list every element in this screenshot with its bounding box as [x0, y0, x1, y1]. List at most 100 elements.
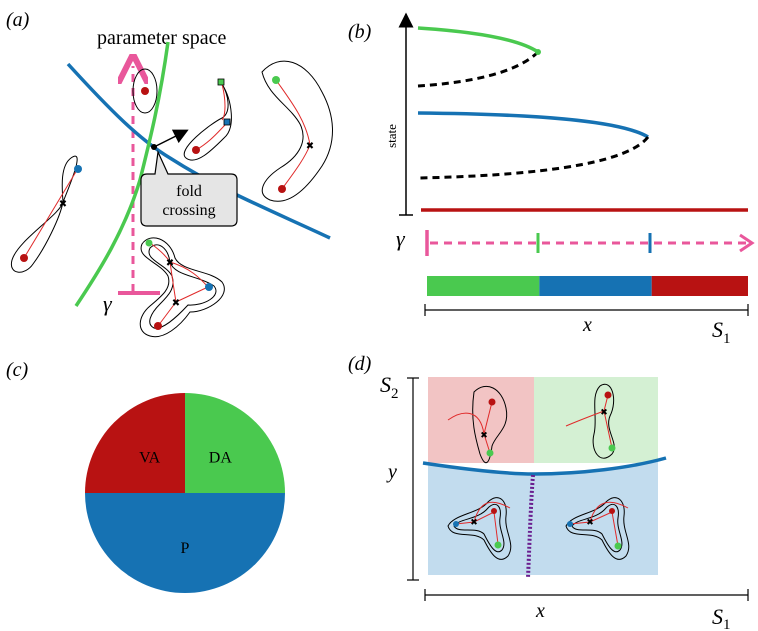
- region-color-bar: [427, 276, 748, 296]
- blue-branch-unstable: [417, 136, 650, 180]
- d-fig-ll-green-dot: [494, 541, 502, 549]
- crossing-point: [151, 144, 157, 150]
- panel-b-s1-main: S: [712, 317, 723, 342]
- state-axis-label: state: [384, 124, 399, 148]
- panel-c-label: (c): [6, 359, 29, 381]
- fold-crossing-callout: [140, 149, 238, 227]
- right-boomerang-green-dot: [272, 76, 280, 84]
- bottom-triple-saddle-1: ✖: [166, 258, 174, 269]
- left-figure8: [10, 155, 78, 273]
- d-fig-ul-red-dot: [488, 398, 496, 406]
- green-branch-unstable: [417, 50, 540, 88]
- d-fig-ll-inner: [453, 503, 505, 553]
- color-bar-segment-1: [539, 276, 652, 296]
- region-va: [428, 377, 534, 463]
- d-fig-ur-red-dot: [604, 391, 612, 399]
- single-state-dot: [141, 87, 149, 95]
- d-fig-ll-red-dot: [491, 508, 497, 514]
- d-fig-lr-links: [569, 501, 629, 547]
- callout-line-2: crossing: [162, 202, 215, 219]
- left-figure8-link: [23, 169, 78, 259]
- pie-slice-p: [85, 493, 285, 593]
- mid-loop-blue-square: [223, 118, 231, 126]
- gamma-tip-arrow: [120, 55, 146, 77]
- d-fig-ur-saddle: ✖: [600, 407, 608, 417]
- d-fig-ur-green-dot: [608, 444, 616, 452]
- d-fig-ul-green-dot: [486, 449, 494, 457]
- panel-d-s2-label: S2: [380, 372, 399, 402]
- left-figure8-saddle: ✖: [59, 199, 67, 210]
- left-figure8-blue-dot: [74, 165, 82, 173]
- panel-d-s1-main: S: [712, 604, 723, 629]
- d-fig-ul-links: [447, 401, 493, 454]
- d-fig-ll-blue-dot: [453, 521, 459, 527]
- bottom-triple-blue-dot: [205, 283, 213, 291]
- right-boomerang-saddle: ✖: [306, 141, 314, 152]
- bottom-triple-red-dot: [154, 322, 162, 330]
- panel-a-title: parameter space: [97, 27, 226, 49]
- color-bar-segment-2: [651, 276, 748, 296]
- panel-d-y-label: y: [386, 461, 397, 483]
- region-p: [428, 460, 658, 575]
- pie-label-p: P: [181, 540, 190, 557]
- panel-a-label: (a): [6, 9, 30, 31]
- panel-d-s2-sub: 2: [391, 386, 399, 402]
- panel-b: (b) state γ x S1: [348, 12, 755, 347]
- pie-label-va: VA: [139, 450, 160, 467]
- d-fig-ul-saddle: ✖: [480, 430, 488, 440]
- mid-loop-green-square: [217, 78, 225, 86]
- single-state-loop: [132, 68, 158, 114]
- panel-b-s1-label: S1: [712, 317, 731, 347]
- bottom-triple-links: [149, 242, 209, 327]
- right-boomerang: [261, 60, 333, 202]
- d-fig-ur: [592, 383, 615, 459]
- d-fig-ll-saddle: ✖: [470, 517, 478, 527]
- color-bar-segment-0: [427, 276, 540, 296]
- blue-branch-stable: [417, 111, 649, 139]
- purple-boundary-curve: [526, 474, 535, 579]
- d-fig-lr-saddle: ✖: [586, 517, 594, 527]
- panel-d-s2-main: S: [380, 372, 391, 397]
- d-fig-lr-red-dot: [609, 508, 615, 514]
- green-fold-curve: [74, 41, 170, 307]
- fold-boundary-curve: [422, 456, 667, 476]
- blue-fold-curve: [66, 62, 331, 240]
- green-fold-point: [535, 49, 541, 55]
- panel-d-s1-sub: 1: [723, 617, 731, 631]
- panel-a: (a) parameter space γ fold crossing ✖: [6, 9, 333, 338]
- right-boomerang-link: [275, 79, 311, 190]
- pie-slice-da: [185, 393, 285, 493]
- panel-b-label: (b): [348, 21, 372, 43]
- mid-loop-red-dot: [192, 146, 200, 154]
- d-fig-lr-blue-dot: [567, 521, 573, 527]
- d-fig-ll-links: [455, 501, 511, 545]
- pie-chart: VA DA P: [85, 393, 285, 593]
- panel-d: (d) ✖ ✖ ✖ ✖: [348, 353, 749, 631]
- region-da: [534, 377, 658, 463]
- crossing-arrow: [155, 129, 189, 147]
- d-fig-lr-outer: [565, 497, 630, 560]
- d-fig-lr-green-dot: [614, 542, 622, 550]
- d-fig-ur-links: [565, 394, 613, 449]
- panel-d-s1-label: S1: [712, 604, 731, 631]
- d-fig-lr-inner: [571, 503, 623, 553]
- right-boomerang-red-dot: [278, 185, 286, 193]
- pie-slice-va: [85, 393, 185, 493]
- d-fig-ul: [472, 386, 508, 464]
- gamma-b-arrowhead: [739, 233, 755, 253]
- green-branch-stable: [417, 26, 539, 54]
- bottom-triple-saddle-2: ✖: [172, 298, 180, 309]
- panel-c: (c) VA DA P: [6, 359, 285, 593]
- panel-b-gamma: γ: [396, 226, 406, 251]
- callout-line-1: fold: [176, 183, 202, 200]
- panel-d-label: (d): [348, 353, 372, 375]
- panel-b-x-label: x: [582, 314, 592, 336]
- bottom-triple-green-dot: [145, 239, 153, 247]
- d-fig-ll-outer: [447, 497, 512, 560]
- panel-d-x-label: x: [535, 600, 545, 622]
- bottom-triple-outer: [139, 237, 225, 338]
- left-figure8-red-dot: [20, 254, 28, 262]
- pie-label-da: DA: [209, 450, 233, 467]
- gamma-label: γ: [103, 291, 113, 316]
